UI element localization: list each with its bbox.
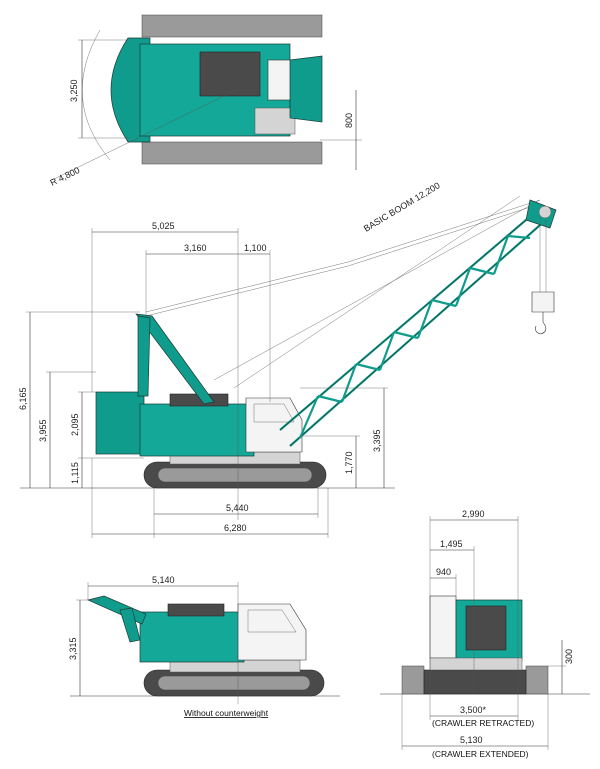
no-counterweight-view: 5,140 3,315 Without counterweight: [68, 575, 340, 718]
top-radius-arc: [82, 29, 111, 161]
ncw-length-label: 5,140: [152, 575, 175, 585]
dim-1100: 1,100: [244, 243, 267, 253]
dim-2990: 2,990: [462, 509, 485, 519]
dim-300: 300: [564, 649, 574, 664]
front-cab: [429, 595, 457, 659]
hook-block: [531, 291, 555, 313]
hoist-rope: [213, 199, 541, 381]
pendant-rope-3: [347, 199, 541, 263]
pendant-rope-2: [145, 265, 349, 317]
crawler-extended-caption: (CRAWLER EXTENDED): [432, 749, 529, 759]
top-grille: [254, 107, 296, 135]
dim-3955: 3,955: [38, 419, 48, 442]
front-track-left: [401, 665, 425, 695]
side-gantry: [135, 313, 215, 405]
dim-940: 940: [436, 567, 451, 577]
boom-length-label: BASIC BOOM 12,200: [362, 180, 442, 233]
side-upper-body: [139, 403, 255, 457]
top-track-upper: [141, 14, 323, 38]
dim-3500: 3,500*: [460, 705, 487, 715]
side-counterweight: [95, 391, 145, 455]
dim-5440: 5,440: [226, 503, 249, 513]
pendant-rope-1: [145, 261, 349, 313]
front-view: 2,990 1,495 940 300 3,500* (CRAWLER RETR…: [380, 509, 590, 759]
side-boom: [279, 199, 557, 447]
side-view: BASIC BOOM 12,200 5,025 3,160 1,100 6,16…: [18, 180, 557, 538]
top-track-lower: [141, 141, 323, 165]
dim-5130: 5,130: [460, 735, 483, 745]
dim-5025: 5,025: [152, 221, 175, 231]
top-engine-block: [199, 51, 261, 97]
top-view: R 4,800 3,250 800: [48, 14, 362, 188]
front-carbody: [423, 669, 527, 695]
top-width-label: 3,250: [69, 79, 79, 102]
dim-3160: 3,160: [184, 243, 207, 253]
top-radius-line: [51, 87, 241, 181]
front-track-right: [525, 665, 549, 695]
crawler-retracted-caption: (CRAWLER RETRACTED): [432, 718, 534, 728]
dim-6280: 6,280: [224, 523, 247, 533]
dim-3395: 3,395: [372, 429, 382, 452]
dim-2095: 2,095: [70, 413, 80, 436]
ncw-caption: Without counterweight: [184, 708, 269, 718]
pendant-rope-4: [347, 203, 541, 267]
top-radius-label: R 4,800: [48, 165, 81, 188]
dim-1495: 1,495: [440, 539, 463, 549]
dim-1770: 1,770: [344, 451, 354, 474]
ncw-upper-body: [139, 611, 245, 663]
dim-6165: 6,165: [18, 387, 28, 410]
top-offset-label: 800: [344, 113, 354, 128]
ncw-height-label: 3,315: [68, 637, 78, 660]
dim-1115: 1,115: [70, 462, 80, 484]
top-boom-foot: [289, 55, 323, 123]
